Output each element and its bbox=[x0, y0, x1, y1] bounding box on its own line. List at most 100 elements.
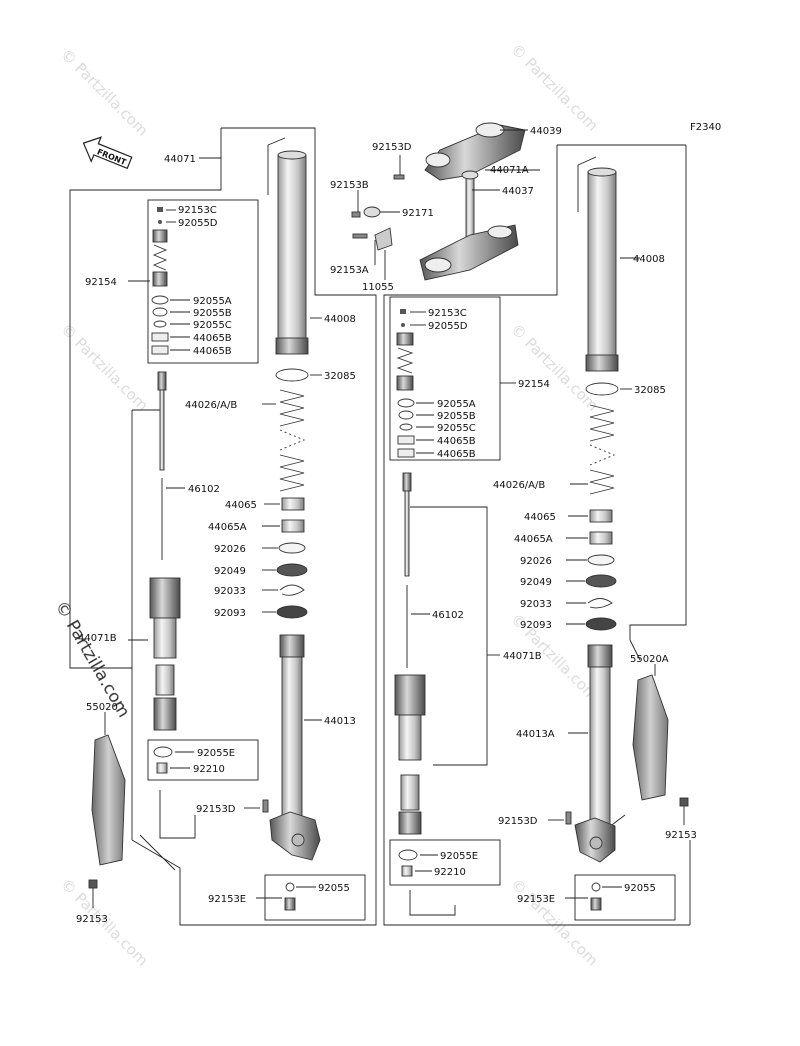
label-44071A: 44071A bbox=[490, 165, 529, 176]
o-ring-32085-right bbox=[585, 382, 619, 396]
diagram-code: F2340 bbox=[690, 122, 721, 133]
label-92210-right: 92210 bbox=[434, 867, 466, 878]
label-92026-right: 92026 bbox=[520, 556, 552, 567]
o-ring-92055E-right bbox=[398, 849, 418, 861]
steering-stem bbox=[461, 170, 479, 243]
label-92055-right: 92055 bbox=[624, 883, 656, 894]
label-32085-left: 32085 bbox=[324, 371, 356, 382]
label-92026-left: 92026 bbox=[214, 544, 246, 555]
watermark-text: © Partzilla.com bbox=[507, 40, 602, 135]
label-92153C-left: 92153C bbox=[178, 205, 217, 216]
label-92055B-left: 92055B bbox=[193, 308, 232, 319]
front-arrow-icon: FRONT bbox=[82, 136, 133, 170]
label-44065B-right-1: 44065B bbox=[437, 436, 476, 447]
bolt-92153D-left bbox=[262, 799, 269, 813]
label-44008-right: 44008 bbox=[633, 254, 665, 265]
label-92033-left: 92033 bbox=[214, 586, 246, 597]
label-44065A-right: 44065A bbox=[514, 534, 553, 545]
upper-triple-clamp bbox=[424, 122, 526, 181]
circlip-92033-left bbox=[279, 584, 305, 596]
spring-44026-left bbox=[279, 389, 306, 492]
label-44013-left: 44013 bbox=[324, 716, 356, 727]
label-44026-left: 44026/A/B bbox=[185, 400, 237, 411]
inner-tube-44013-left bbox=[269, 634, 321, 861]
label-92153A: 92153A bbox=[330, 265, 369, 276]
label-44039: 44039 bbox=[530, 126, 562, 137]
label-92055A-left: 92055A bbox=[193, 296, 232, 307]
label-92055E-right: 92055E bbox=[440, 851, 478, 862]
cable-holder bbox=[374, 227, 393, 251]
label-92033-right: 92033 bbox=[520, 599, 552, 610]
label-92055B-right: 92055B bbox=[437, 411, 476, 422]
cartridge-parts-left bbox=[151, 207, 169, 355]
seal-92049-right bbox=[585, 574, 617, 588]
watermark-text: © Partzilla.com bbox=[57, 320, 152, 415]
label-44037: 44037 bbox=[502, 186, 534, 197]
label-92171: 92171 bbox=[402, 208, 434, 219]
fork-guard-55020A bbox=[632, 674, 669, 801]
label-44071B-right: 44071B bbox=[503, 651, 542, 662]
spring-44026-right bbox=[589, 404, 616, 495]
watermark-text: © Partzilla.com bbox=[57, 45, 152, 140]
label-11055: 11055 bbox=[362, 282, 394, 293]
seal-92093-right bbox=[585, 617, 617, 631]
cartridge-box-leaders-left bbox=[128, 209, 190, 351]
label-55020A: 55020A bbox=[630, 654, 669, 665]
label-46102-right: 46102 bbox=[432, 610, 464, 621]
bolt-92153E-right bbox=[590, 897, 602, 911]
lower-triple-clamp bbox=[419, 224, 519, 281]
washer-92055-left bbox=[285, 882, 295, 892]
label-44065B-right-2: 44065B bbox=[437, 449, 476, 460]
label-44065B-left-2: 44065B bbox=[193, 346, 232, 357]
label-92153D-right: 92153D bbox=[498, 816, 538, 827]
collar-44065A-left bbox=[281, 519, 305, 533]
washer-92026-right bbox=[587, 554, 615, 566]
cartridge-parts-right bbox=[396, 309, 415, 458]
label-92055E-left: 92055E bbox=[197, 748, 235, 759]
rod-46102-right bbox=[402, 472, 412, 668]
label-92210-left: 92210 bbox=[193, 764, 225, 775]
label-32085-right: 32085 bbox=[634, 385, 666, 396]
plug-92210-left bbox=[156, 762, 168, 774]
watermark-text: © Partzilla.com bbox=[507, 875, 602, 970]
label-92093-right: 92093 bbox=[520, 620, 552, 631]
label-44013A-right: 44013A bbox=[516, 729, 555, 740]
label-92153-left: 92153 bbox=[76, 914, 108, 925]
label-44065-left: 44065 bbox=[225, 500, 257, 511]
label-44071: 44071 bbox=[164, 154, 196, 165]
cartridge-box-leaders-right bbox=[410, 311, 516, 454]
washer-92026-left bbox=[278, 542, 306, 554]
label-92049-left: 92049 bbox=[214, 566, 246, 577]
label-92055D-left: 92055D bbox=[178, 218, 218, 229]
bolt-92153D-right bbox=[565, 811, 572, 825]
bolts-top bbox=[351, 174, 405, 239]
label-92153E-right: 92153E bbox=[517, 894, 555, 905]
fork-guard-55020 bbox=[91, 734, 126, 866]
label-92093-left: 92093 bbox=[214, 608, 246, 619]
label-46102-left: 46102 bbox=[188, 484, 220, 495]
label-55020: 55020 bbox=[86, 702, 118, 713]
rod-46102-left bbox=[157, 371, 167, 560]
outer-tube-44008-right bbox=[577, 156, 619, 372]
seal-92093-left bbox=[276, 605, 308, 619]
label-92153B: 92153B bbox=[330, 180, 369, 191]
outer-tube-44008-left bbox=[267, 137, 309, 355]
label-44026-right: 44026/A/B bbox=[493, 480, 545, 491]
label-92055C-right: 92055C bbox=[437, 423, 476, 434]
label-92154-right: 92154 bbox=[518, 379, 550, 390]
circlip-92033-right bbox=[587, 598, 613, 609]
label-92055A-right: 92055A bbox=[437, 399, 476, 410]
collar-44065-right bbox=[589, 509, 613, 523]
label-44065B-left-1: 44065B bbox=[193, 333, 232, 344]
bolt-92153-right bbox=[679, 797, 689, 807]
label-92153D-top: 92153D bbox=[372, 142, 412, 153]
label-92055C-left: 92055C bbox=[193, 320, 232, 331]
label-44065A-left: 44065A bbox=[208, 522, 247, 533]
seal-92049-left bbox=[276, 563, 308, 577]
collar-44065-left bbox=[281, 497, 305, 511]
label-44071B-left: 44071B bbox=[78, 633, 117, 644]
collar-44065A-right bbox=[589, 531, 613, 545]
label-92153E-left: 92153E bbox=[208, 894, 246, 905]
o-ring-32085-left bbox=[275, 368, 309, 382]
